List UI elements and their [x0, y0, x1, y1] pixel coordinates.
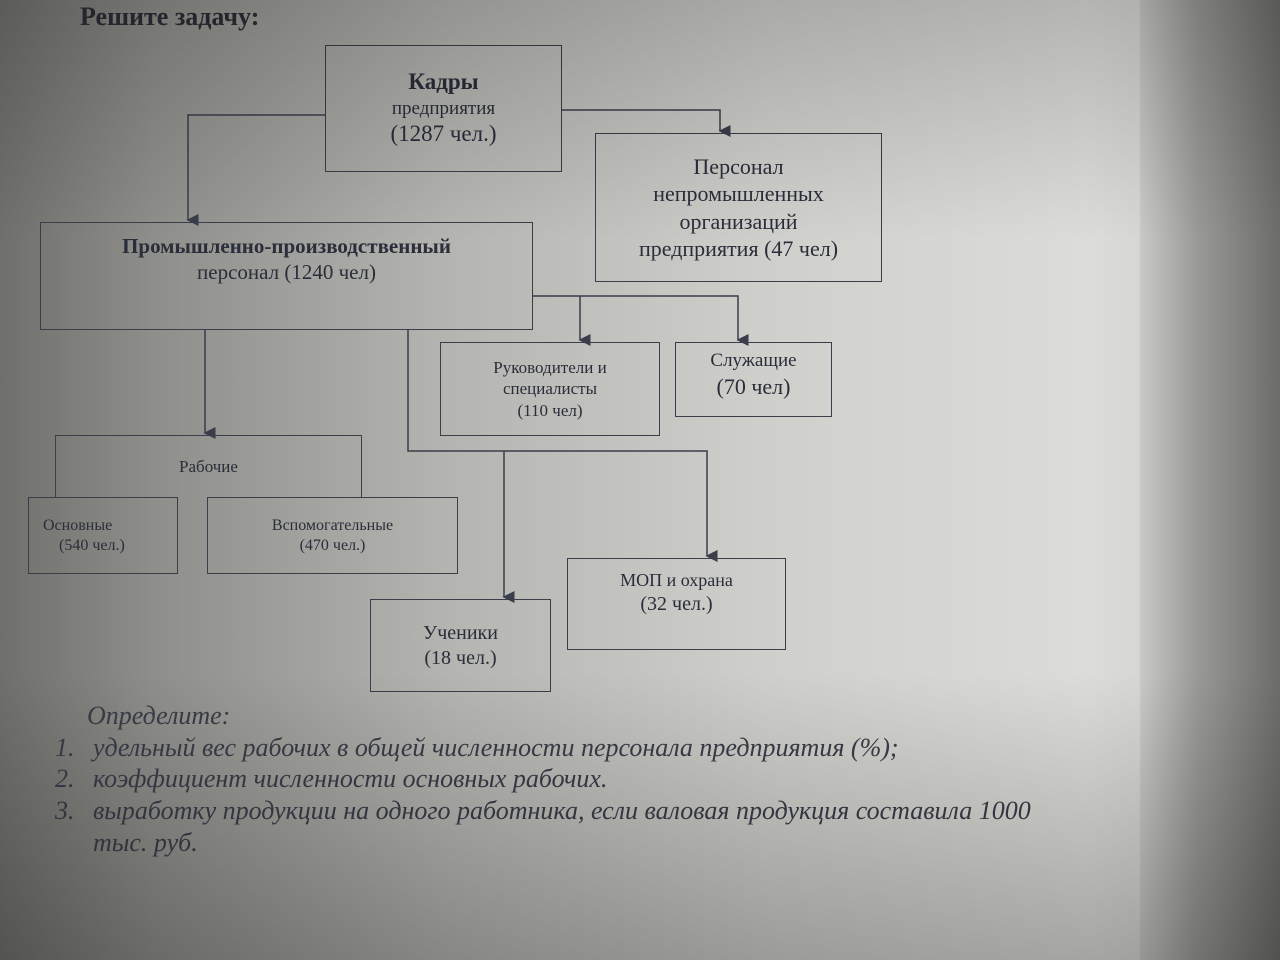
box-ppp: Промышленно-производственный персонал (1…: [40, 222, 533, 330]
task-number: 3.: [55, 796, 75, 826]
box-uchen-line2: (18 чел.): [424, 646, 497, 669]
box-nonprom: Персонал непромышленных организаций пред…: [595, 133, 882, 282]
box-nonprom-line2: непромышленных: [653, 181, 824, 206]
tasks-section: Определите: 1. удельный вес рабочих в общ…: [55, 700, 1035, 859]
box-kadry: Кадры предприятия (1287 чел.): [325, 45, 562, 172]
task-item: 3. выработку продукции на одного работник…: [55, 795, 1035, 858]
box-ruk: Руководители и специалисты (110 чел): [440, 342, 660, 436]
box-mop-line1: МОП и охрана: [620, 570, 733, 590]
task-item: 1. удельный вес рабочих в общей численнос…: [55, 732, 1035, 764]
box-rabochie-line1: Рабочие: [179, 457, 238, 477]
box-uchen: Ученики (18 чел.): [370, 599, 551, 692]
box-nonprom-line1: Персонал: [693, 153, 784, 179]
task-number: 1.: [55, 732, 75, 762]
box-nonprom-line3: организаций: [679, 208, 798, 234]
connector-kadry-ppp: [186, 114, 325, 226]
box-mop-line2: (32 чел.): [640, 592, 713, 615]
box-vspom: Вспомогательные (470 чел.): [207, 497, 458, 574]
box-sluzh-line2: (70 чел): [716, 373, 791, 399]
box-rabochie: Рабочие: [55, 435, 362, 498]
connector-kadry-nonprom: [562, 109, 731, 137]
box-vspom-line1: Вспомогательные: [271, 516, 394, 534]
tasks-heading: Определите:: [87, 701, 231, 730]
box-kadry-line2: предприятия: [391, 97, 496, 119]
box-vspom-line2: (470 чел.): [299, 536, 366, 554]
box-sluzh: Служащие (70 чел): [675, 342, 832, 417]
box-ruk-line2: специалисты: [502, 379, 598, 399]
box-osnov-line1: Основные: [43, 516, 113, 534]
box-nonprom-line4: предприятия (47 чел): [638, 236, 839, 261]
box-ppp-line1: Промышленно-производственный: [122, 234, 451, 258]
box-osnov-line2: (540 чел.): [59, 536, 125, 554]
connector-ppp-sluzh: [533, 295, 749, 346]
box-ruk-line3: (110 чел): [517, 400, 583, 420]
task-item: 2. коэффициент численности основных рабоч…: [55, 763, 1035, 795]
photo-edge: [1140, 0, 1280, 960]
box-mop: МОП и охрана (32 чел.): [567, 558, 786, 650]
task-number: 2.: [55, 764, 75, 794]
box-osnov: Основные (540 чел.): [28, 497, 178, 574]
box-kadry-line3: (1287 чел.): [390, 121, 497, 147]
task-text: выработку продукции на одного работника,…: [93, 796, 1031, 857]
connector-ppp-mop: [407, 330, 718, 562]
page-title: Решите задачу:: [80, 2, 260, 31]
task-text: удельный вес рабочих в общей численности…: [93, 732, 899, 762]
box-uchen-line1: Ученики: [423, 621, 498, 644]
task-text: коэффициент численности основных рабочих…: [93, 764, 608, 794]
box-ppp-line2: персонал (1240 чел): [197, 260, 376, 285]
box-ruk-line1: Руководители и: [493, 358, 607, 378]
box-sluzh-line1: Служащие: [710, 350, 797, 371]
box-kadry-line1: Кадры: [408, 68, 479, 94]
